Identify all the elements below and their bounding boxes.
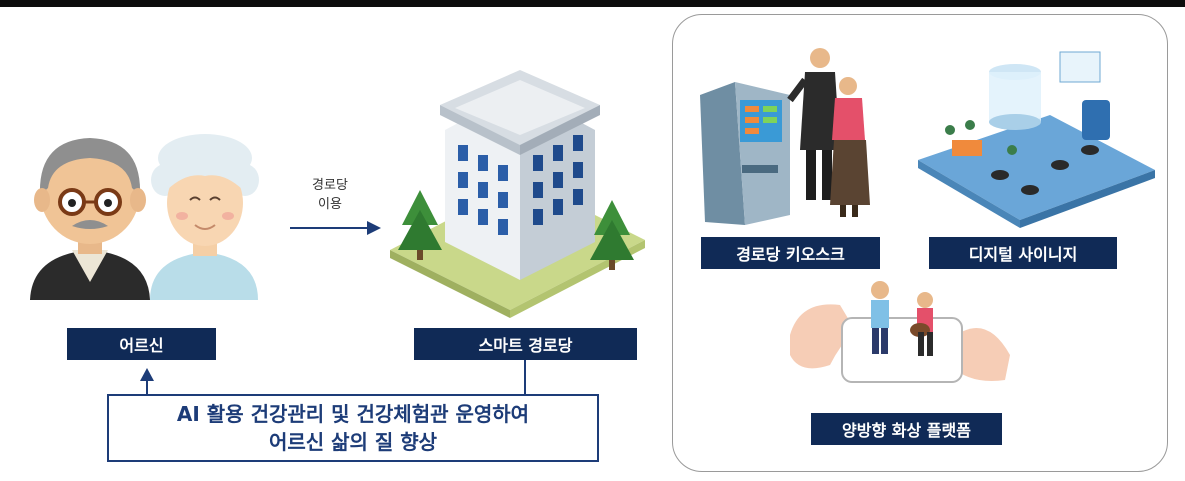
summary-line1: AI 활용 건강관리 및 건강체험관 운영하여	[176, 402, 530, 426]
signage-label: 디지털 사이니지	[929, 237, 1117, 269]
grandmother-icon	[150, 134, 259, 300]
top-rule	[0, 0, 1185, 7]
elder-label: 어르신	[67, 328, 216, 360]
arrow-caption-line1: 경로당	[312, 178, 348, 193]
tree-icon	[590, 200, 634, 270]
summary-line2: 어르신 삶의 질 향상	[268, 430, 438, 454]
arrow-caption-line2: 이용	[318, 197, 342, 212]
arrow-caption: 경로당 이용	[305, 176, 355, 214]
center-label: 스마트 경로당	[414, 328, 637, 360]
singer-figure-icon	[871, 281, 889, 354]
kiosk-label: 경로당 키오스크	[701, 237, 880, 269]
grandfather-icon	[30, 138, 150, 300]
summary-box: AI 활용 건강관리 및 건강체험관 운영하여 어르신 삶의 질 향상	[107, 394, 599, 462]
guitarist-figure-icon	[910, 292, 933, 356]
video-label: 양방향 화상 플랫폼	[811, 413, 1002, 445]
man-figure-icon	[787, 48, 840, 200]
tree-icon	[398, 190, 442, 260]
woman-figure-icon	[830, 77, 870, 217]
